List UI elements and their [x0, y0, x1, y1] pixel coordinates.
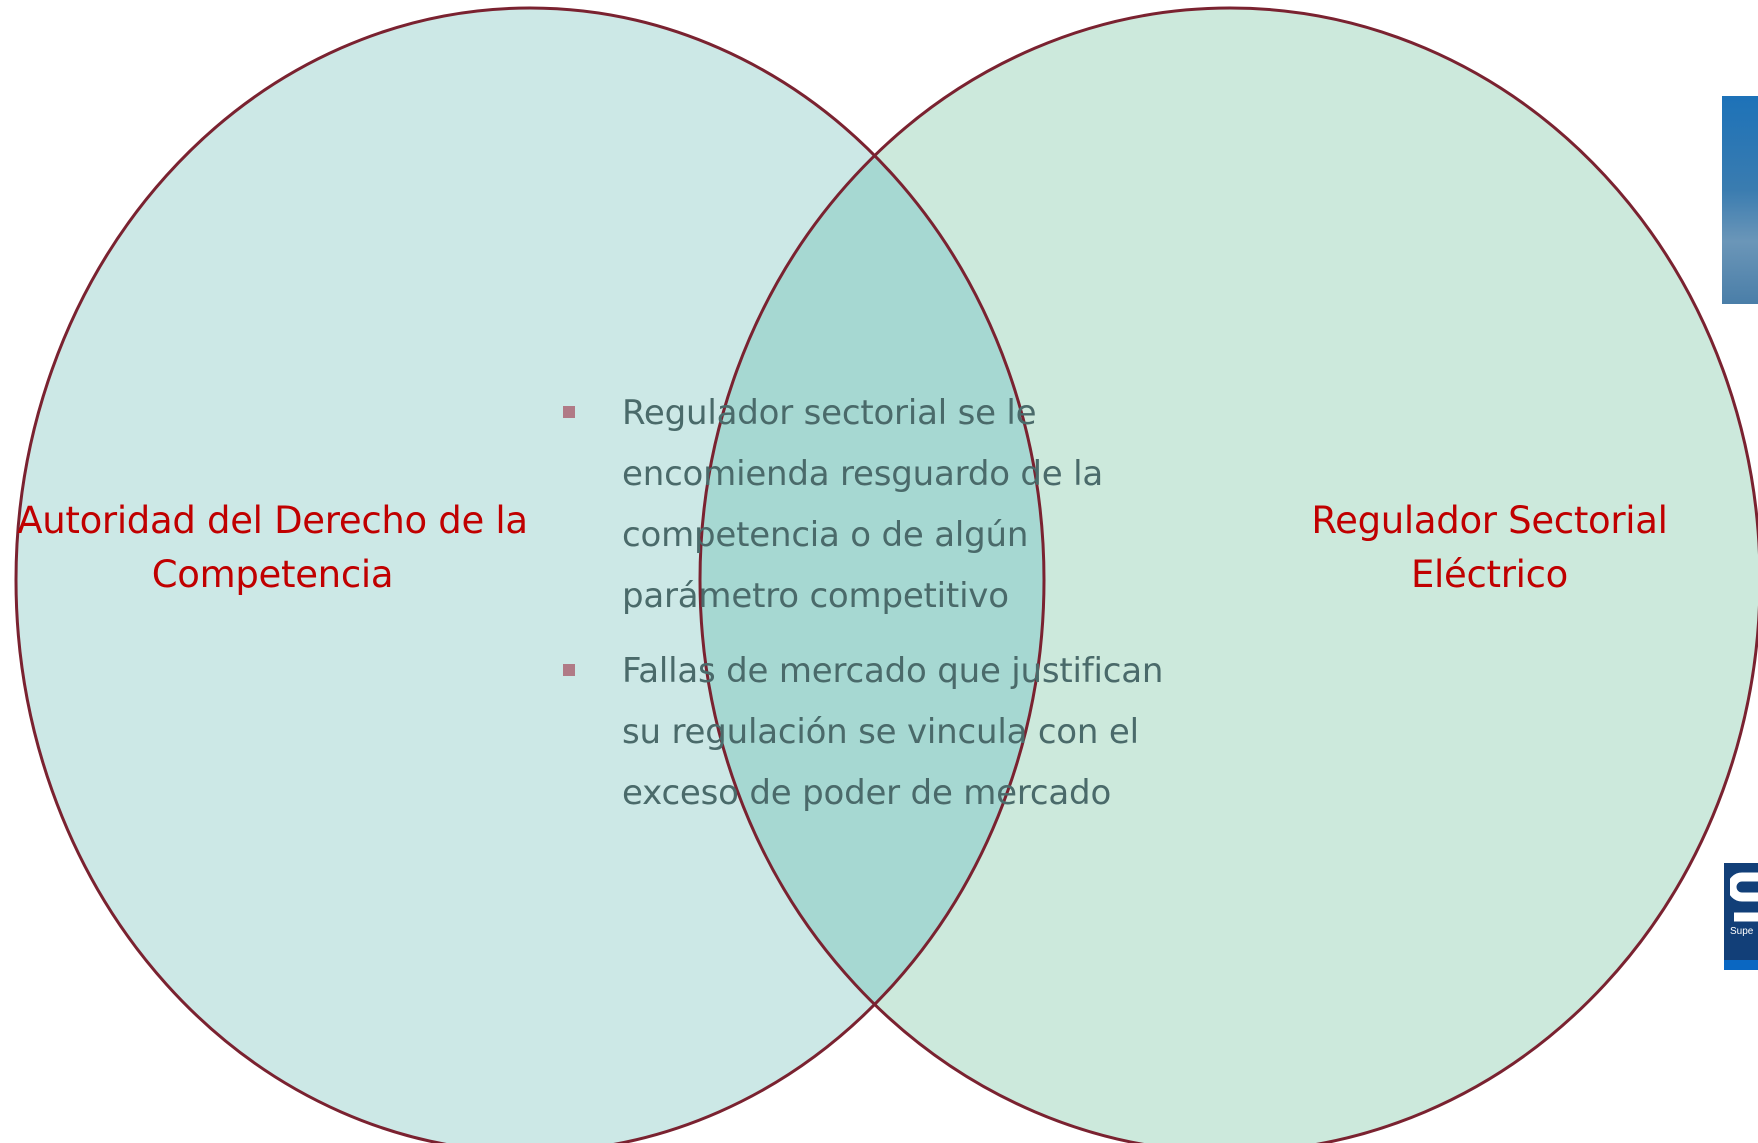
overlap-bullet-list: Regulador sectorial se le encomienda res… [556, 383, 1196, 838]
circle-left-label: Autoridad del Derecho de la Competencia [17, 499, 528, 596]
overlap-bullet-text: Regulador sectorial se le encomienda res… [622, 393, 1104, 616]
overlap-bullet-text: Fallas de mercado que justifican su regu… [622, 651, 1164, 813]
logo-bottom-image: Supe [1724, 863, 1758, 970]
overlap-bullet-item: Regulador sectorial se le encomienda res… [556, 383, 1196, 627]
logo-stripe [1724, 960, 1758, 970]
logo-bottom-text: Supe [1730, 926, 1754, 937]
circle-right-outline [698, 6, 1758, 1143]
square-bullet-icon [563, 406, 575, 418]
circle-left-outline [14, 6, 1046, 1143]
circle-overlap [700, 8, 1044, 1143]
circle-right-label: Regulador Sectorial Eléctrico [1311, 499, 1668, 596]
square-bullet-icon [563, 664, 575, 676]
logo-s-icon [1730, 872, 1758, 922]
logo-top-image [1722, 96, 1758, 304]
overlap-bullet-item: Fallas de mercado que justifican su regu… [556, 641, 1196, 824]
